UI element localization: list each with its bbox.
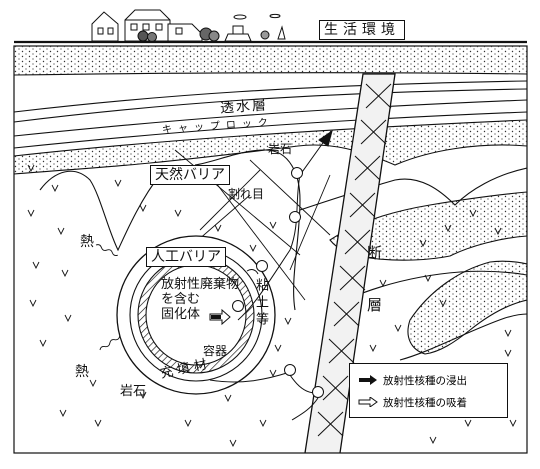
legend-item-outflow: 放射性核種の浸出 (358, 369, 507, 391)
surface-buildings (91, 9, 286, 42)
outflow-arrow (209, 308, 231, 326)
legend: 放射性核種の浸出 放射性核種の吸着 (349, 363, 508, 418)
label-clay: 粘土等 (253, 278, 268, 329)
label-living-environment: 生活環境 (319, 20, 405, 40)
legend-adsorption-label: 放射性核種の吸着 (383, 396, 467, 409)
dotted-layer-right (329, 191, 527, 261)
dotted-wedge (407, 260, 527, 355)
surface-sediment (14, 46, 527, 75)
nuclide-migration-path (209, 129, 333, 421)
label-rock-lower: 岩石 (120, 384, 147, 399)
label-fault: 断 層 (365, 245, 383, 328)
legend-item-adsorption: 放射性核種の吸着 (358, 391, 507, 413)
caprock-top (14, 99, 527, 137)
sandstone-band (14, 120, 527, 174)
label-engineered-barrier: 人工バリア (146, 247, 226, 267)
legend-outflow-label: 放射性核種の浸出 (383, 374, 467, 387)
label-rock-upper: 岩石 (268, 142, 293, 156)
label-crack: 割れ目 (228, 187, 265, 201)
label-heat-left: 熱 (80, 234, 94, 250)
label-natural-barrier: 天然バリア (150, 165, 230, 185)
adsorption-arrow-icon (358, 397, 378, 407)
label-heat-lower: 熱 (75, 364, 89, 380)
outflow-arrow-icon (359, 375, 377, 385)
label-container: 容器 (203, 344, 228, 358)
fault-crosses (317, 83, 392, 437)
fault-zone (304, 73, 396, 453)
rock-v-marks (27, 164, 517, 448)
label-permeable-layer: 透水層 (219, 97, 269, 117)
label-waste-form: 放射性廃棄物 を含む 固化体 (161, 277, 240, 322)
